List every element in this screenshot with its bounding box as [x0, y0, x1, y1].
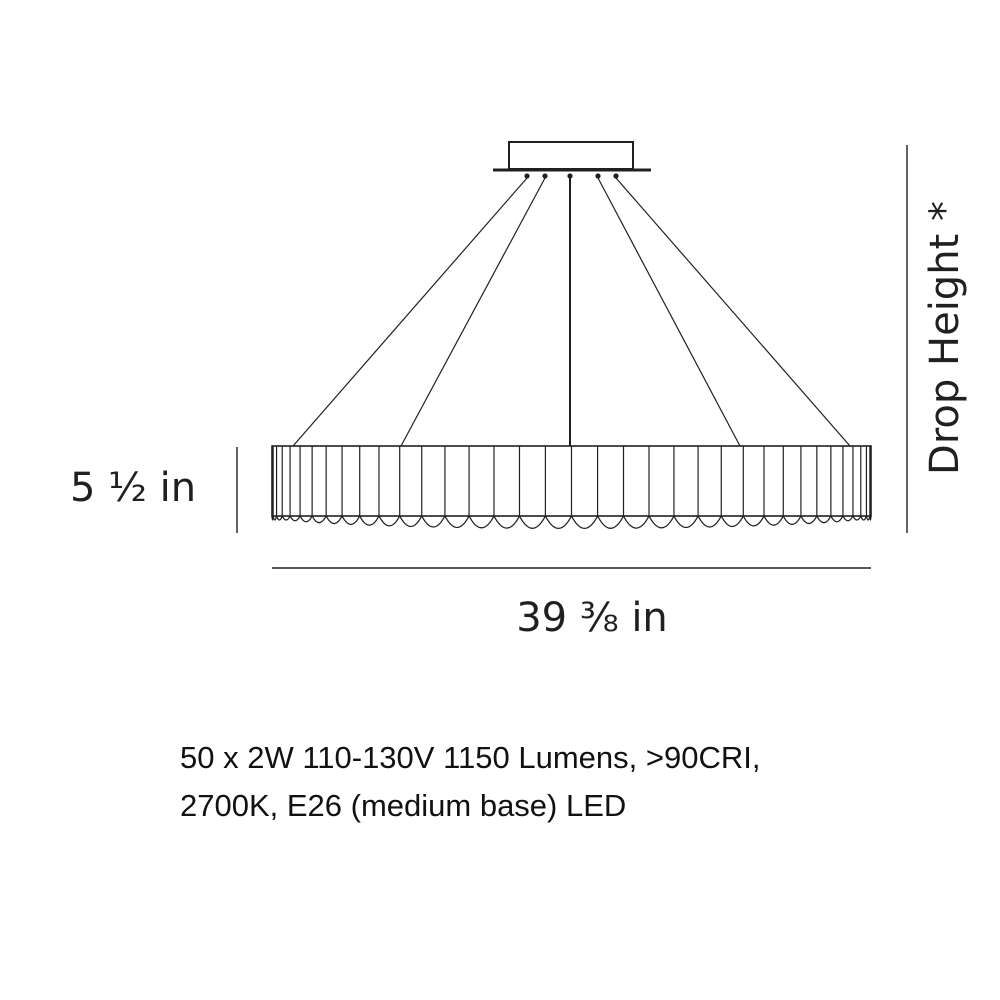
ring-scallop: [272, 515, 278, 521]
spec-line-1: 50 x 2W 110-130V 1150 Lumens, >90CRI,: [180, 740, 761, 775]
ring-scallop: [816, 515, 832, 524]
ring-scallop: [830, 515, 844, 523]
cable-inner-right: [597, 177, 741, 447]
ring-scallop: [763, 515, 784, 526]
height-label: 5 ½ in: [70, 465, 196, 511]
drop-height-dimension: Drop Height *: [906, 145, 968, 533]
canopy-anchors: [524, 173, 619, 179]
ring-scallop: [299, 515, 313, 523]
width-dimension: 39 ⅜ in: [272, 567, 871, 641]
spec-line-2: 2700K, E26 (medium base) LED: [180, 788, 627, 823]
ring-scallop: [852, 515, 862, 521]
ring-scallop: [444, 515, 470, 529]
ring-scallop: [800, 515, 818, 525]
ring-scallop: [570, 515, 599, 530]
ring-scallop: [359, 515, 380, 526]
height-dimension: 5 ½ in: [70, 447, 238, 533]
ring-scallop: [341, 515, 361, 526]
ring-scallop: [720, 515, 744, 528]
ring-scallop: [493, 515, 521, 529]
ring-scallop: [289, 515, 301, 522]
ring-scallop: [468, 515, 495, 529]
ring-scallop: [399, 515, 423, 528]
drop-height-label: Drop Height *: [922, 201, 968, 475]
ring-scallop: [869, 515, 872, 521]
ring-scallop: [325, 515, 343, 525]
ring-scallop: [648, 515, 675, 529]
ring-scallop: [311, 515, 327, 524]
suspension-cables: [292, 177, 851, 447]
ring-scallop: [782, 515, 802, 526]
canopy-box: [508, 141, 634, 170]
ring-scallop: [421, 515, 446, 528]
ring-scallop: [518, 515, 546, 529]
specifications: 50 x 2W 110-130V 1150 Lumens, >90CRI, 27…: [180, 734, 980, 830]
ring-scallop: [275, 515, 283, 521]
cable-outer-right: [615, 177, 851, 447]
ring-scallop: [281, 515, 291, 521]
ring-scallops: [271, 515, 872, 530]
ring-scallop: [860, 515, 868, 521]
ring-scallop: [842, 515, 854, 522]
ring-scallop: [622, 515, 650, 529]
ring-scallop: [378, 515, 401, 527]
width-label: 39 ⅜ in: [516, 595, 668, 641]
cable-outer-left: [292, 177, 528, 447]
ring-scallop: [673, 515, 699, 529]
cable-inner-left: [400, 177, 546, 447]
ring-ribs: [272, 446, 871, 516]
ring-scallop: [544, 515, 573, 530]
ring-scallop: [742, 515, 765, 527]
canopy: [493, 141, 651, 179]
ring-body: [271, 445, 872, 530]
ring-scallop: [697, 515, 722, 528]
ring-scallop: [597, 515, 625, 529]
